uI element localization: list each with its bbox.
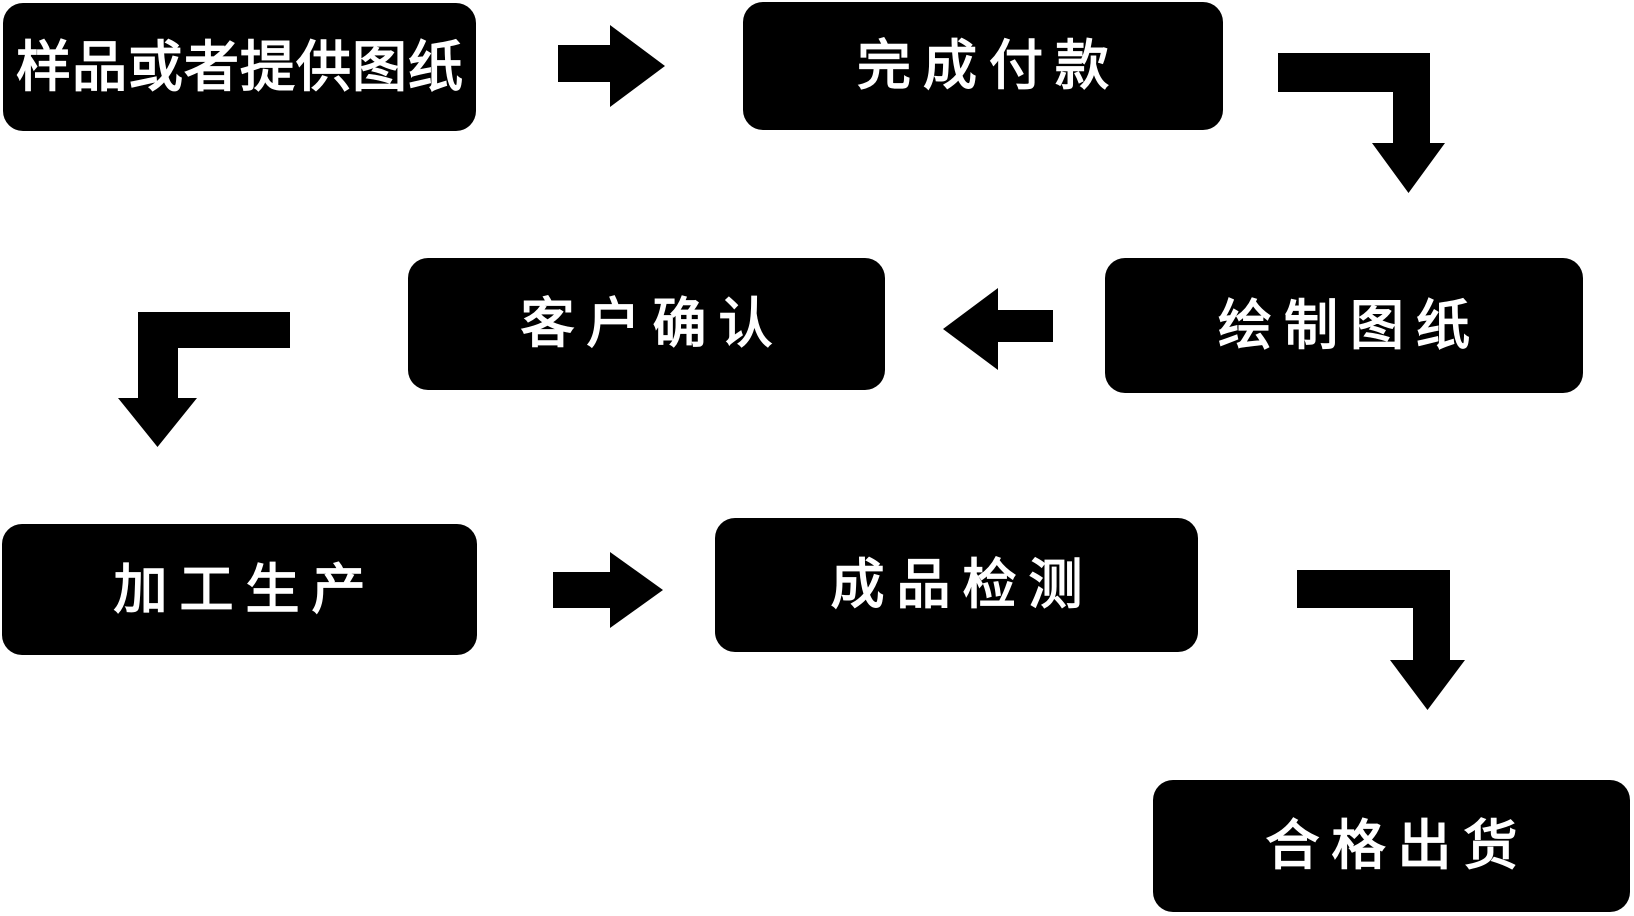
flow-node-label: 绘制图纸: [1218, 295, 1482, 356]
flow-node-draw-drawings: 绘制图纸: [1105, 258, 1583, 393]
arrow-payment-to-drawing-icon: [1278, 53, 1445, 193]
flow-node-sample-or-drawings: 样品或者提供图纸: [3, 3, 476, 131]
flow-node-complete-payment: 完成付款: [743, 2, 1223, 130]
arrow-production-to-inspection-icon: [553, 552, 663, 628]
flow-node-production: 加工生产: [2, 524, 477, 655]
arrow-sample-to-payment-icon: [558, 25, 665, 107]
flow-node-label: 合格出货: [1265, 816, 1530, 876]
arrow-inspection-to-shipment-icon: [1297, 570, 1465, 710]
flow-node-label: 样品或者提供图纸: [15, 35, 464, 98]
flow-node-product-inspection: 成品检测: [715, 518, 1198, 652]
flow-node-customer-confirm: 客户确认: [408, 258, 885, 390]
flow-node-label: 完成付款: [857, 36, 1121, 96]
arrow-drawing-to-confirm-icon: [943, 288, 1053, 370]
flow-node-label: 成品检测: [830, 555, 1095, 615]
flow-node-label: 客户确认: [520, 294, 785, 354]
flow-node-label: 加工生产: [113, 559, 378, 620]
arrow-confirm-to-production-icon: [118, 312, 290, 447]
flow-node-qualified-shipment: 合格出货: [1153, 780, 1630, 912]
